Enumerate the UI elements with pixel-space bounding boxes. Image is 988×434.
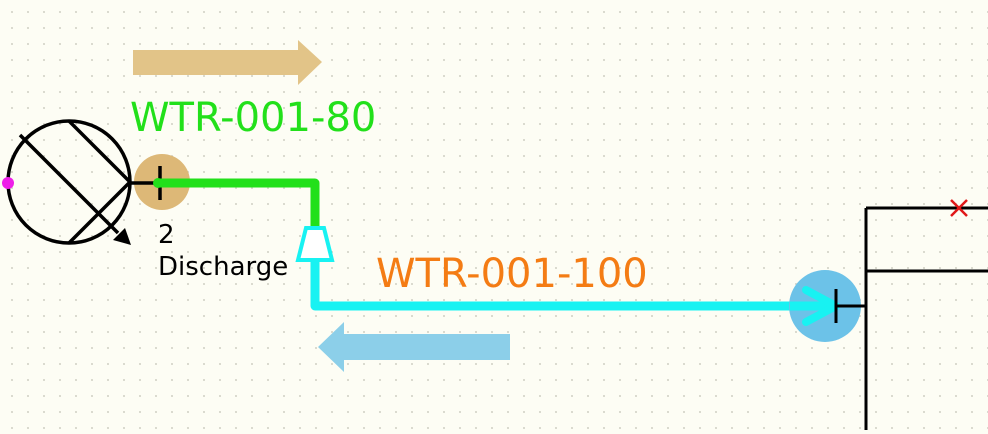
line-tag-label[interactable]: WTR-001-100 — [376, 251, 648, 297]
pump-port-marker — [2, 177, 14, 189]
nozzle-name: Discharge — [158, 252, 289, 282]
reducer-icon[interactable] — [295, 226, 335, 262]
flow-arrow-right — [133, 40, 322, 85]
flow-arrow-left — [318, 322, 510, 372]
connection-endpoint[interactable] — [789, 270, 866, 342]
close-mark-icon — [950, 199, 968, 217]
equipment-outline[interactable] — [864, 206, 988, 430]
line-tag-label[interactable]: WTR-001-80 — [130, 95, 377, 141]
nozzle-number: 2 — [158, 220, 175, 250]
pump-icon[interactable] — [2, 119, 132, 245]
pipe-segment-green[interactable] — [158, 178, 320, 226]
pipe-segment-cyan[interactable] — [310, 260, 836, 311]
